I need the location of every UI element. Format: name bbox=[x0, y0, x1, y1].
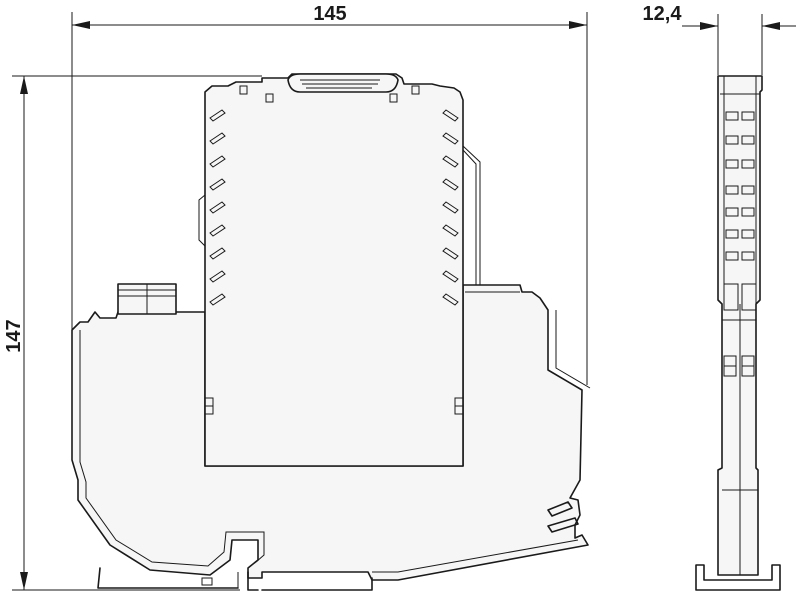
side-view bbox=[695, 75, 781, 591]
dimension-height: 147 bbox=[3, 75, 262, 591]
side-slot bbox=[725, 229, 739, 239]
dimension-width-front: 145 bbox=[71, 3, 588, 385]
vent-slot bbox=[442, 155, 459, 168]
side-slot bbox=[725, 159, 739, 169]
vent-slot bbox=[209, 293, 226, 306]
side-slot bbox=[741, 135, 755, 145]
side-din-rail bbox=[695, 564, 781, 591]
vent-slot bbox=[442, 132, 459, 145]
side-slot bbox=[725, 111, 739, 121]
base-inner-contour bbox=[79, 330, 265, 567]
side-slot bbox=[741, 111, 755, 121]
side-slot bbox=[725, 251, 739, 261]
vent-slot bbox=[442, 247, 459, 260]
vent-slot bbox=[209, 155, 226, 168]
dimension-label-145: 145 bbox=[313, 3, 346, 25]
module-grip bbox=[287, 73, 399, 93]
side-slots bbox=[725, 111, 755, 261]
din-rail bbox=[247, 571, 373, 591]
vent-slot bbox=[442, 201, 459, 214]
connector-block bbox=[117, 283, 177, 315]
dimension-label-147: 147 bbox=[3, 319, 25, 352]
plug-in-module bbox=[204, 73, 464, 467]
dimension-width-side: 12,4 bbox=[643, 3, 796, 75]
vent-slot bbox=[209, 178, 226, 191]
side-slot bbox=[725, 185, 739, 195]
side-slot bbox=[741, 207, 755, 217]
vent-slot bbox=[209, 247, 226, 260]
side-slot bbox=[741, 251, 755, 261]
vent-slot bbox=[442, 109, 459, 122]
side-slot bbox=[741, 185, 755, 195]
vent-slot bbox=[209, 224, 226, 237]
side-slot bbox=[741, 229, 755, 239]
vent-slot bbox=[209, 201, 226, 214]
vents-left bbox=[209, 109, 226, 306]
vent-slot bbox=[442, 178, 459, 191]
vent-slot bbox=[442, 270, 459, 283]
latch-right bbox=[547, 501, 579, 533]
vent-slot bbox=[209, 270, 226, 283]
dimension-label-12-4: 12,4 bbox=[643, 3, 683, 25]
vent-slot bbox=[209, 109, 226, 122]
side-slot bbox=[741, 159, 755, 169]
side-slot bbox=[725, 207, 739, 217]
vent-slot bbox=[209, 132, 226, 145]
vents-right bbox=[442, 109, 459, 306]
vent-slot bbox=[442, 224, 459, 237]
front-view bbox=[71, 73, 591, 591]
side-slot bbox=[725, 135, 739, 145]
vent-slot bbox=[442, 293, 459, 306]
base-housing bbox=[71, 284, 589, 581]
